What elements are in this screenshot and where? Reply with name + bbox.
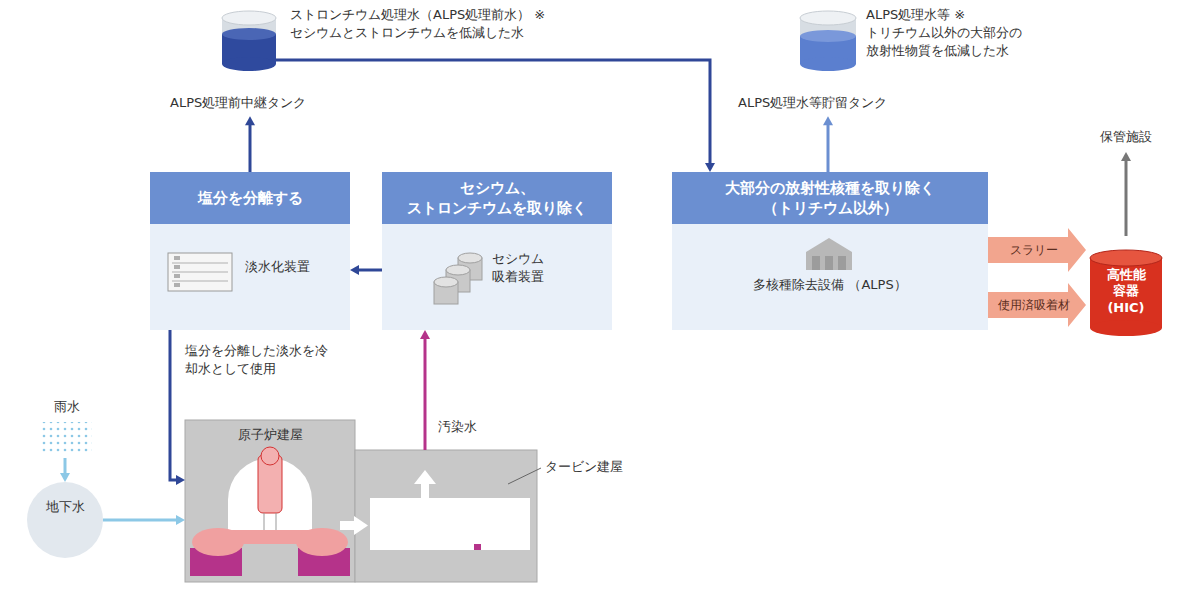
reactor-building-drawing-part bbox=[296, 528, 348, 556]
hic-container-icon-part bbox=[1090, 258, 1162, 328]
rain-node: 雨水 bbox=[40, 398, 94, 458]
arrow-head bbox=[823, 116, 833, 125]
turbine-building-drawing-part bbox=[354, 516, 368, 535]
process-panel: 大部分の放射性核種を取り除く （トリチウム以外） 多核種除去設備 （ALPS） bbox=[672, 172, 988, 330]
turbine-building-drawing-part bbox=[421, 482, 429, 498]
connector-line bbox=[249, 123, 252, 172]
turbine-building-drawing-part bbox=[414, 470, 436, 484]
reactor-building-drawing-part bbox=[261, 447, 279, 465]
connector-line bbox=[827, 123, 830, 172]
storage-label-node: 保管施設 bbox=[1086, 128, 1166, 150]
turbine-building-drawing-part bbox=[340, 521, 354, 530]
arrow-head bbox=[705, 163, 715, 172]
process-panel: 塩分を分離する淡水化装置 bbox=[150, 172, 350, 330]
arrow-head bbox=[420, 330, 430, 339]
node-text: ALPS処理前中継タンク bbox=[170, 94, 390, 112]
flow-connector bbox=[276, 60, 715, 172]
turbine-building-drawing-part bbox=[355, 450, 537, 582]
panel-header: 塩分を分離する bbox=[150, 172, 350, 224]
connector-line bbox=[103, 519, 178, 522]
leader-line bbox=[508, 468, 541, 484]
edge-label: スラリー bbox=[1010, 242, 1058, 259]
flow-connector bbox=[103, 515, 185, 525]
reactor-building-drawing-part bbox=[185, 420, 355, 582]
hic-container-icon bbox=[1090, 250, 1162, 336]
flow-connector bbox=[170, 330, 185, 485]
reactor-building-drawing bbox=[185, 420, 355, 582]
process-panel: セシウム、 ストロンチウムを取り除くセシウム 吸着装置 bbox=[382, 172, 612, 330]
tank-node: ALPS処理水等 ※トリチウム以外の大部分の 放射性物質を低減した水ALPS処理… bbox=[800, 10, 856, 70]
edge-label: 汚染水 bbox=[438, 418, 498, 436]
edge-label: 塩分を分離した淡水を冷却水として使用 bbox=[185, 342, 335, 378]
arrow-head bbox=[60, 473, 70, 482]
node-text: ALPS処理水等 ※トリチウム以外の大部分の 放射性物質を低減した水 bbox=[866, 6, 1098, 61]
node-text: 多核種除去設備 （ALPS） bbox=[750, 276, 910, 294]
node-text: 保管施設 bbox=[1086, 128, 1166, 146]
reactor-building-drawing-part bbox=[264, 513, 265, 530]
panel-header: 大部分の放射性核種を取り除く （トリチウム以外） bbox=[672, 172, 988, 224]
relay-tank-icon-part bbox=[222, 11, 276, 25]
relay-tank-icon-part bbox=[222, 57, 276, 71]
reactor-building-drawing-part bbox=[276, 513, 277, 530]
hic-container-icon-part bbox=[1090, 320, 1162, 336]
panel-header: セシウム、 ストロンチウムを取り除く bbox=[382, 172, 612, 224]
connector-line bbox=[170, 330, 178, 480]
arrow-head bbox=[350, 265, 359, 275]
groundwater-circle: 地下水 bbox=[27, 482, 103, 558]
flow-connector bbox=[420, 330, 430, 450]
relay-tank-icon bbox=[222, 11, 276, 71]
relay-tank-icon-part bbox=[222, 28, 276, 40]
hic-container-icon-part bbox=[1090, 250, 1162, 266]
output-arrow bbox=[988, 228, 1086, 272]
node-text: 雨水 bbox=[40, 398, 94, 416]
node-text: ALPS処理水等貯留タンク bbox=[738, 94, 958, 112]
storage-tank-icon bbox=[800, 11, 856, 71]
rain-dots bbox=[42, 422, 92, 454]
node-text: ストロンチウム処理水（ALPS処理前水） ※セシウムとストロンチウムを低減した水 bbox=[290, 6, 630, 42]
storage-tank-icon-part bbox=[800, 57, 856, 71]
connector-line bbox=[357, 269, 382, 272]
storage-tank-icon-part bbox=[800, 30, 856, 42]
flow-connector bbox=[823, 116, 833, 172]
turbine-building-drawing bbox=[340, 450, 537, 582]
edge-label: 使用済吸着材 bbox=[998, 297, 1070, 314]
connector-line bbox=[276, 60, 710, 165]
arrow-head bbox=[1121, 152, 1131, 161]
flow-connector bbox=[245, 116, 255, 172]
connector-line bbox=[424, 337, 427, 450]
flow-connector bbox=[60, 458, 70, 482]
node-text: 高性能 容器 (HIC) bbox=[1096, 267, 1156, 316]
storage-tank-icon-part bbox=[800, 11, 856, 25]
output-arrow-shape bbox=[988, 228, 1086, 272]
connector-line bbox=[64, 458, 67, 475]
reactor-building-drawing-part bbox=[192, 528, 244, 556]
node-text: タービン建屋 bbox=[545, 458, 641, 476]
node-text: 地下水 bbox=[27, 498, 103, 516]
arrow-head bbox=[176, 475, 185, 485]
turbine-building-drawing-part bbox=[370, 498, 530, 550]
turbine-building-drawing-part bbox=[474, 544, 481, 550]
arrow-head bbox=[176, 515, 185, 525]
node-text: 淡水化装置 bbox=[245, 258, 345, 276]
connector-line bbox=[1125, 159, 1128, 236]
hic-node: 高性能 容器 (HIC) bbox=[1088, 245, 1164, 333]
node-text: 原子炉建屋 bbox=[185, 426, 355, 444]
turbine-building: タービン建屋 bbox=[355, 450, 537, 582]
tank-node: ストロンチウム処理水（ALPS処理前水） ※セシウムとストロンチウムを低減した水… bbox=[222, 10, 276, 70]
flow-connector bbox=[1121, 152, 1131, 236]
output-arrow bbox=[988, 283, 1086, 327]
flow-connector bbox=[350, 265, 382, 275]
reactor-building: 原子炉建屋 bbox=[185, 420, 355, 582]
output-arrow-shape bbox=[988, 283, 1086, 327]
arrow-head bbox=[245, 116, 255, 125]
node-text: セシウム 吸着装置 bbox=[492, 250, 568, 286]
